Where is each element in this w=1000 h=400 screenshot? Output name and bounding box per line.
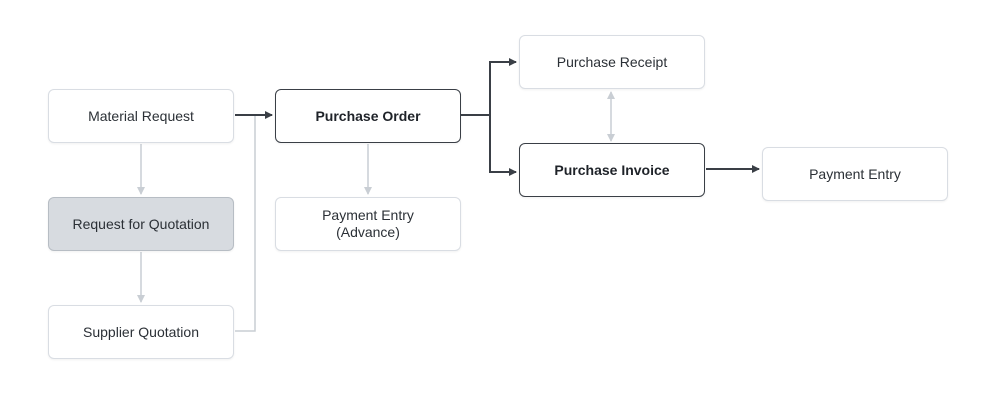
node-request-for-quotation[interactable]: Request for Quotation xyxy=(48,197,234,251)
connector-sq-po xyxy=(235,114,272,332)
node-label: Material Request xyxy=(88,107,194,124)
node-purchase-invoice[interactable]: Purchase Invoice xyxy=(519,143,705,197)
node-label: Payment Entry xyxy=(809,165,901,182)
node-purchase-receipt[interactable]: Purchase Receipt xyxy=(519,35,705,89)
node-payment-entry-advance[interactable]: Payment Entry (Advance) xyxy=(275,197,461,251)
connector-po-pi xyxy=(489,115,517,176)
node-payment-entry[interactable]: Payment Entry xyxy=(762,147,948,201)
node-material-request[interactable]: Material Request xyxy=(48,89,234,143)
node-supplier-quotation[interactable]: Supplier Quotation xyxy=(48,305,234,359)
node-purchase-order[interactable]: Purchase Order xyxy=(275,89,461,143)
node-label: Purchase Receipt xyxy=(556,53,668,70)
node-label: Supplier Quotation xyxy=(83,323,199,340)
connector-po-pr xyxy=(461,58,517,116)
node-label: Request for Quotation xyxy=(72,215,210,232)
node-label: Purchase Invoice xyxy=(554,161,670,178)
node-label: Payment Entry (Advance) xyxy=(322,207,414,240)
node-label: Purchase Order xyxy=(315,107,421,124)
